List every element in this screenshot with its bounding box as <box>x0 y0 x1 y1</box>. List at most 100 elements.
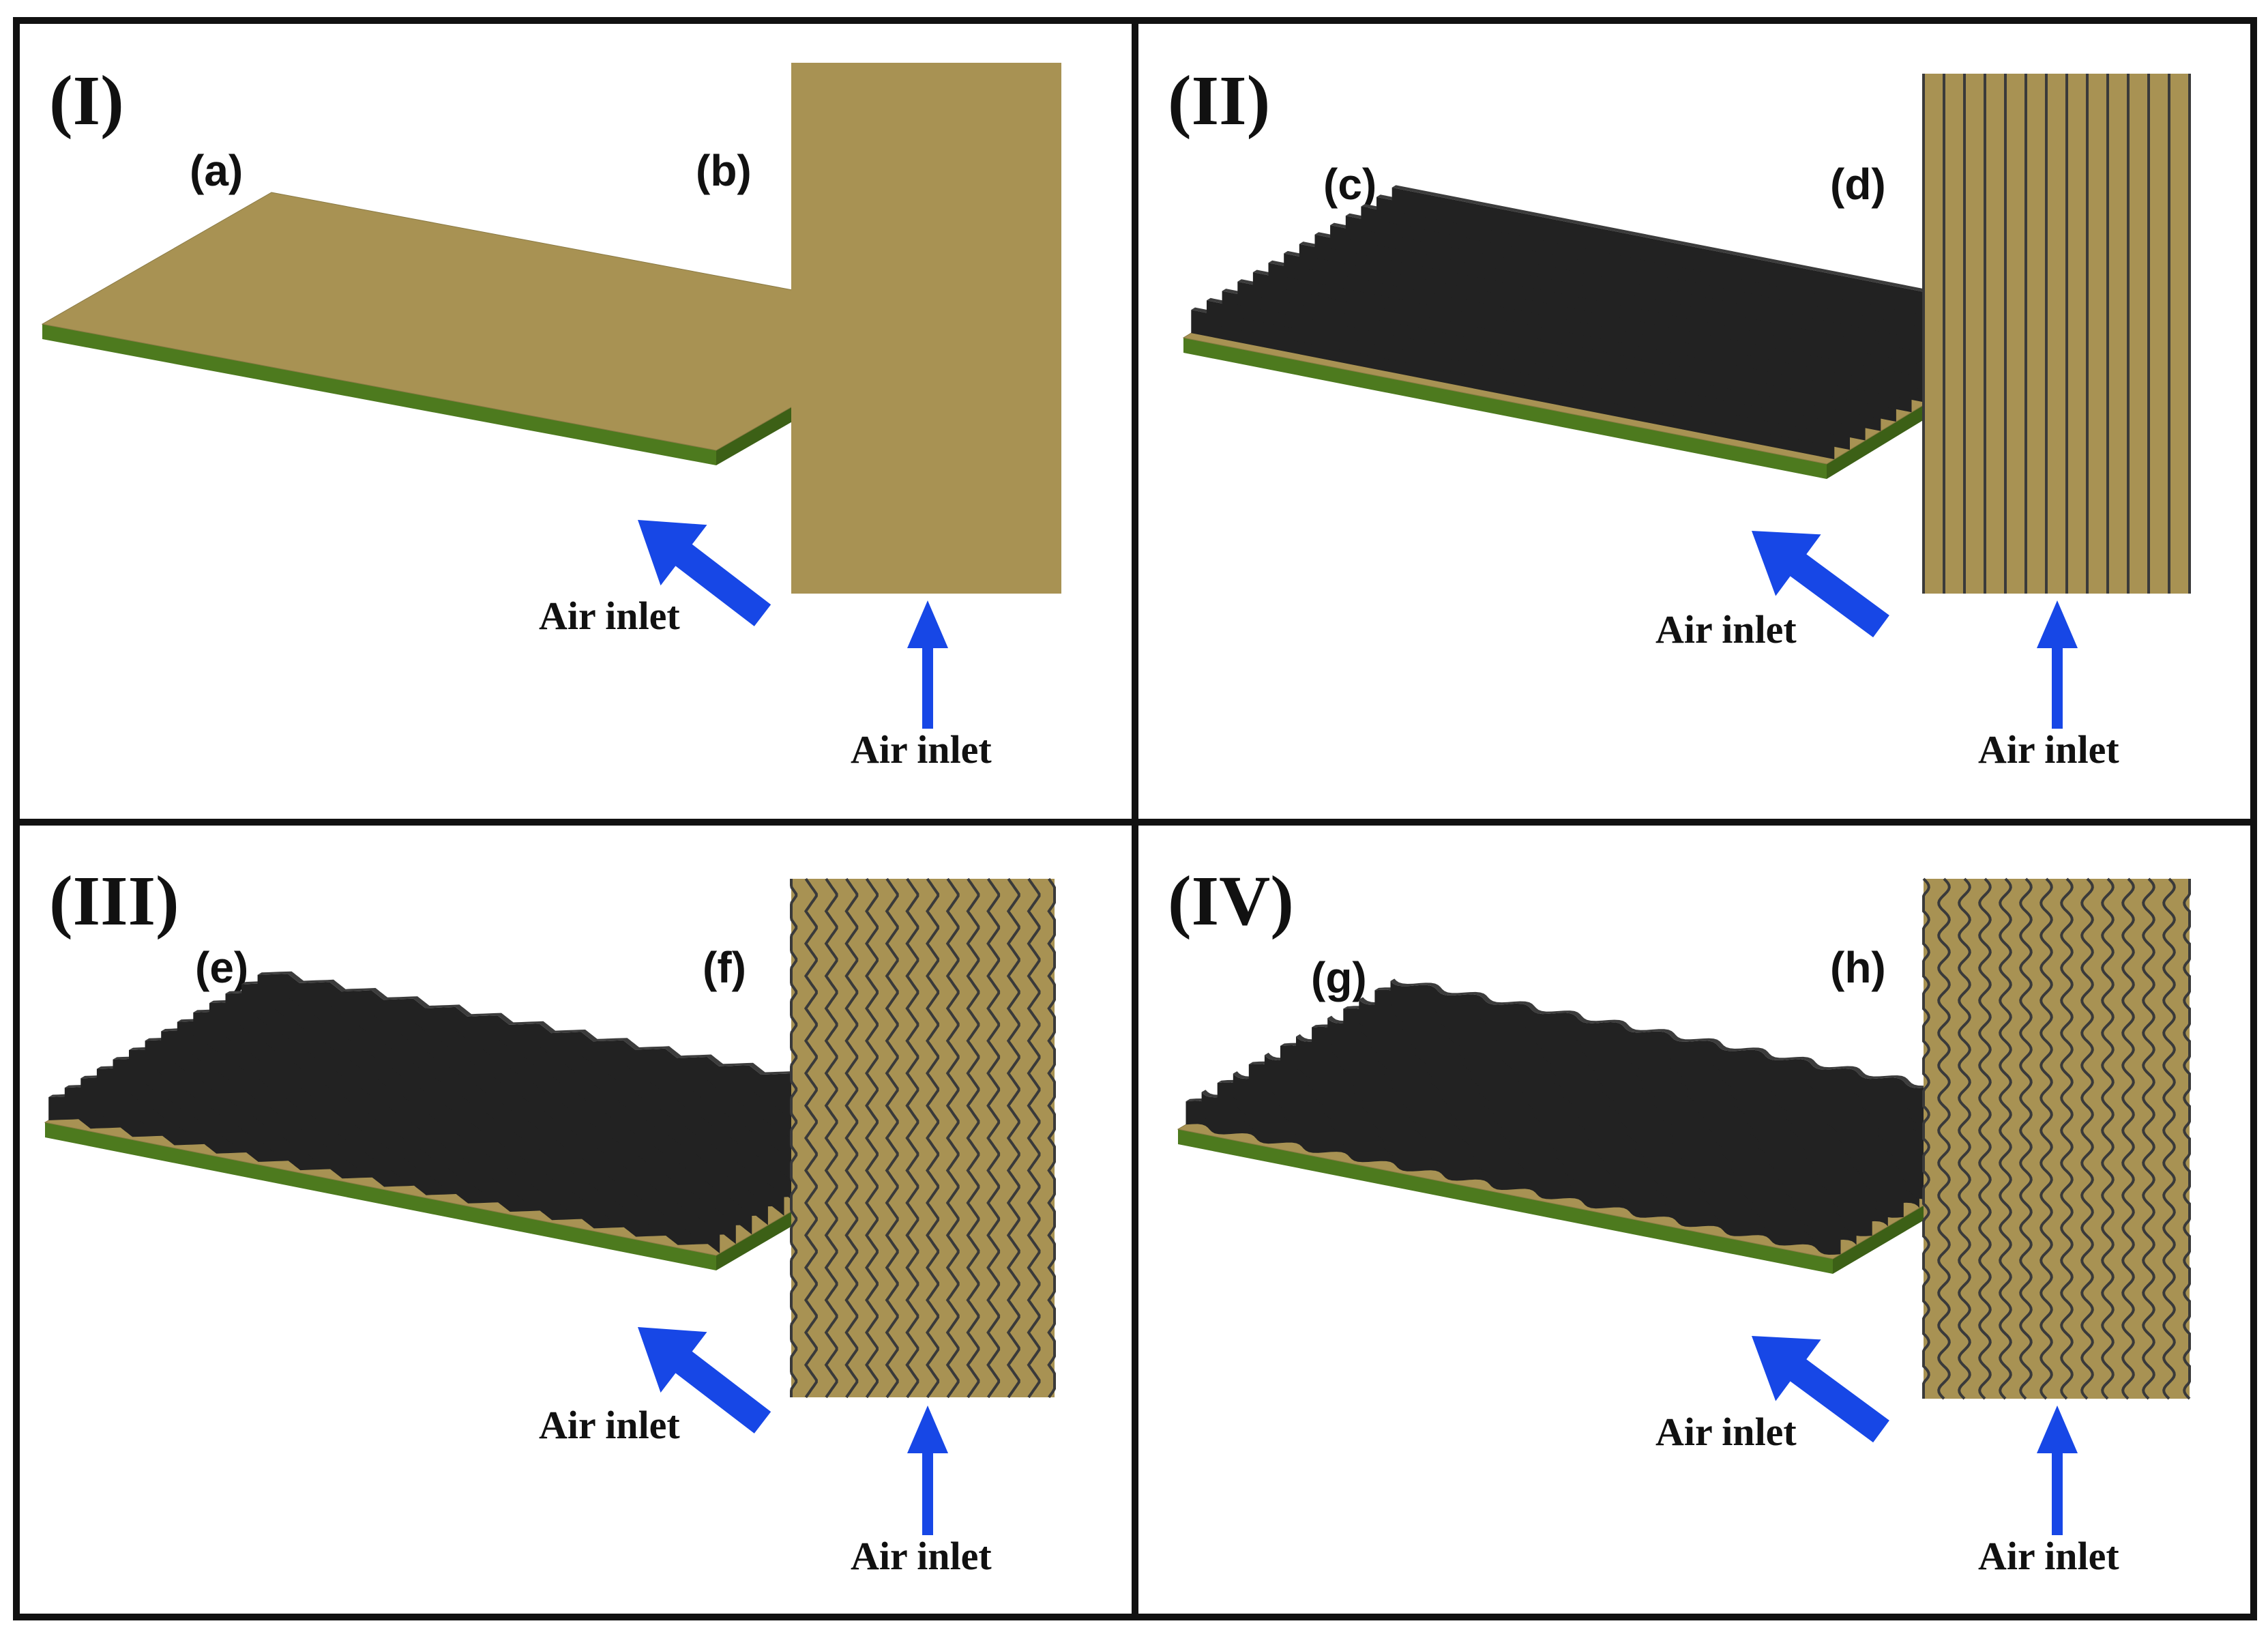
panel-2-top-label: (d) <box>1830 160 1886 209</box>
panel-2: (II) (c) (d) Air inlet Air inlet <box>1168 61 2191 772</box>
panel-3-iso-arrow <box>638 1327 771 1433</box>
air-inlet-arrow-up <box>907 600 948 729</box>
top-view-fin-line <box>2060 877 2074 1400</box>
fin-body <box>1391 187 2035 337</box>
panel-3-top-view <box>790 877 1056 1399</box>
panel-1-top-view <box>791 63 1061 594</box>
top-view-fin-line <box>1978 877 1992 1400</box>
top-view-fin-line <box>2039 877 2053 1400</box>
top-view-fin-line <box>926 877 940 1399</box>
fin-body <box>1390 980 2046 1134</box>
air-inlet-arrow <box>1752 531 1889 638</box>
top-view-fin-line <box>2080 877 2094 1400</box>
fin-body <box>96 1068 768 1225</box>
top-view-fin-line <box>2019 877 2033 1400</box>
panel-2-roman-label: (II) <box>1168 61 1270 140</box>
fin-body <box>145 1039 816 1197</box>
top-view-fin-line <box>2101 877 2115 1400</box>
top-view-fin-line <box>966 877 980 1399</box>
panel-1-roman-label: (I) <box>49 61 124 140</box>
panel-4-iso-arrow <box>1752 1336 1889 1443</box>
panel-2-iso-inlet-label: Air inlet <box>1655 607 1797 652</box>
top-view-fin-line <box>824 877 838 1399</box>
fin-body <box>48 1096 720 1253</box>
top-view-fin-line <box>1958 877 1971 1400</box>
top-view-fin-line <box>1937 877 1951 1400</box>
panel-1-top-label: (b) <box>696 146 752 195</box>
top-view-fin-line <box>1047 877 1056 1399</box>
panel-1: (I) (a) (b) Air inlet Air inlet <box>41 61 1061 772</box>
fin-body <box>177 1021 849 1178</box>
fin-top <box>1391 185 2039 314</box>
fin-body <box>209 1002 881 1160</box>
panel-2-top-arrow <box>2037 600 2078 729</box>
air-inlet-arrow <box>638 520 771 626</box>
panel-3-iso-plate <box>44 971 943 1270</box>
top-view-fin-line <box>865 877 879 1399</box>
top-view-fin-line <box>1922 877 1930 1399</box>
panel-1-iso-inlet-label: Air inlet <box>539 594 680 638</box>
panel-4-iso-plate <box>1177 978 2055 1274</box>
top-view-fin-line <box>905 877 919 1399</box>
top-view-fin-line <box>2121 877 2135 1400</box>
panel-3-iso-inlet-label: Air inlet <box>539 1403 680 1447</box>
fin-body <box>64 1086 736 1244</box>
plate-front-face <box>42 324 716 465</box>
panel-1-iso-label: (a) <box>190 146 243 195</box>
fin-body <box>129 1049 800 1206</box>
panel-2-iso-plate <box>1182 185 2044 479</box>
top-view-fin-line <box>1999 877 2012 1400</box>
top-view-plate <box>791 63 1061 594</box>
air-inlet-arrow <box>1752 1336 1889 1443</box>
panel-2-iso-arrow <box>1752 531 1889 638</box>
top-view-fin-line <box>2162 877 2176 1400</box>
fin-body <box>80 1077 752 1235</box>
panel-4: (IV) (g) (h) Air inlet Air inlet <box>1168 862 2191 1578</box>
air-inlet-arrow <box>638 1327 771 1433</box>
top-view-plate <box>791 879 1055 1397</box>
air-inlet-arrow-up <box>2037 600 2078 729</box>
fin-body <box>193 1011 865 1169</box>
fin-top <box>1390 978 2050 1111</box>
panel-4-roman-label: (IV) <box>1168 862 1294 940</box>
top-view-fin-line <box>790 879 798 1397</box>
top-view-fin-line <box>844 877 859 1399</box>
top-view-fin-line <box>945 877 960 1399</box>
fin-body <box>257 974 929 1131</box>
plate-front-face <box>45 1122 716 1270</box>
fin-top <box>257 971 933 1108</box>
panel-2-iso-label: (c) <box>1323 160 1376 209</box>
fin-body <box>161 1030 833 1188</box>
panel-1-iso-arrow <box>638 520 771 626</box>
panel-4-top-arrow <box>2037 1406 2078 1535</box>
panel-1-top-inlet-label: Air inlet <box>851 727 992 772</box>
fin-body <box>113 1058 784 1216</box>
plate-front-face <box>1178 1129 1833 1274</box>
fin-body <box>225 992 897 1150</box>
top-view-fin-line <box>1027 877 1041 1399</box>
panel-2-top-inlet-label: Air inlet <box>1978 727 2119 772</box>
top-view-plate <box>1924 74 2190 594</box>
air-inlet-arrow-up <box>907 1406 948 1535</box>
top-view-fin-line <box>2142 877 2155 1400</box>
panel-4-top-label: (h) <box>1830 943 1886 992</box>
panel-1-top-arrow <box>907 600 948 729</box>
panel-3-top-label: (f) <box>703 943 746 992</box>
panel-3: (III) (e) (f) Air inlet Air inlet <box>44 862 1056 1578</box>
panel-2-top-view <box>1922 74 2191 594</box>
panel-4-iso-label: (g) <box>1311 953 1367 1002</box>
top-view-fin-line <box>1006 877 1020 1399</box>
air-inlet-arrow-up <box>2037 1406 2078 1535</box>
top-view-fin-line <box>2183 879 2191 1400</box>
panel-4-top-view <box>1922 877 2191 1400</box>
panel-4-top-inlet-label: Air inlet <box>1978 1534 2119 1578</box>
panel-3-roman-label: (III) <box>49 862 179 940</box>
top-view-fin-line <box>885 877 899 1399</box>
plate-front-face <box>1183 338 1827 479</box>
fin-body <box>241 982 913 1141</box>
top-view-fin-line <box>804 877 818 1399</box>
panel-3-iso-label: (e) <box>195 943 248 992</box>
top-view-fin-line <box>986 877 1001 1399</box>
panel-3-top-inlet-label: Air inlet <box>851 1534 992 1578</box>
